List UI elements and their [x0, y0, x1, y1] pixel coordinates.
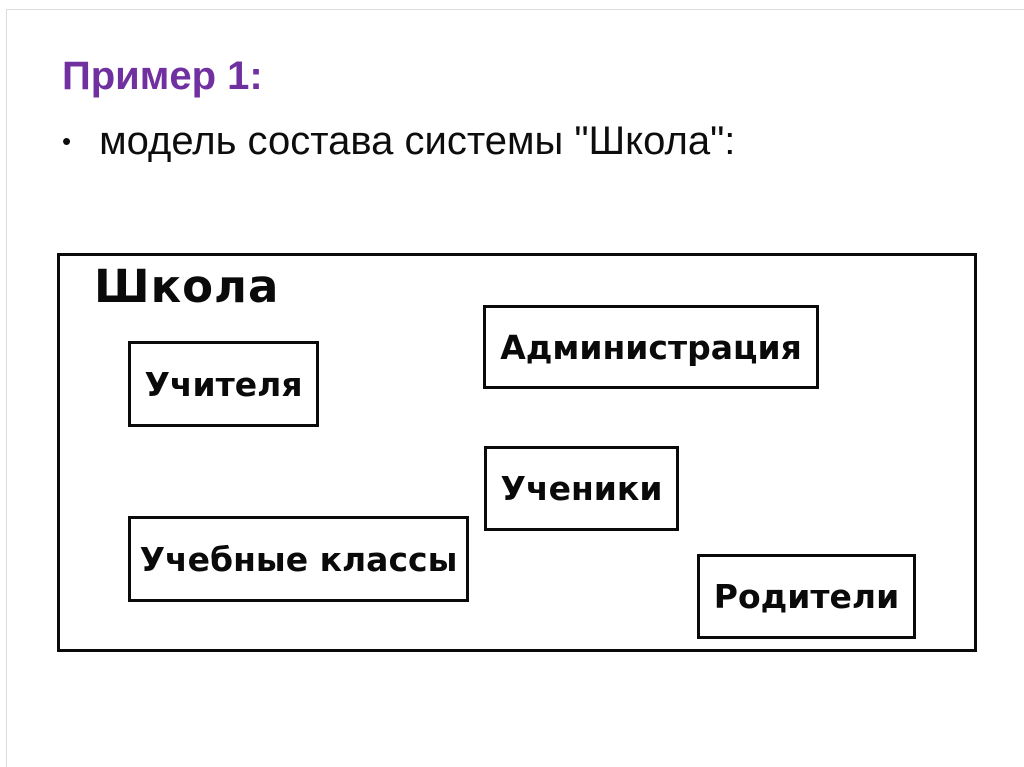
diagram-box-label: Учителя [144, 364, 303, 404]
diagram-box-label: Родители [713, 577, 900, 616]
diagram-box-teachers: Учителя [128, 341, 319, 427]
bullet-marker: • [62, 126, 72, 156]
container-label-school: Школа [94, 260, 280, 313]
diagram-box-students: Ученики [484, 446, 679, 531]
diagram-box-classes: Учебные классы [128, 516, 469, 602]
diagram-box-label: Учебные классы [139, 539, 458, 579]
diagram-box-parents: Родители [697, 554, 916, 639]
slide-title: Пример 1: [62, 54, 263, 98]
slide-edge-top [6, 9, 1024, 10]
diagram-box-label: Администрация [500, 327, 802, 367]
bullet-text: модель состава системы "Школа": [99, 119, 736, 163]
system-school-container: Школа Учителя Администрация Ученики Учеб… [57, 253, 977, 652]
diagram-box-label: Ученики [500, 469, 663, 508]
diagram-box-administration: Администрация [483, 305, 819, 389]
bullet-line: • модель состава системы "Школа": [62, 116, 735, 166]
slide-edge-left [6, 9, 7, 767]
